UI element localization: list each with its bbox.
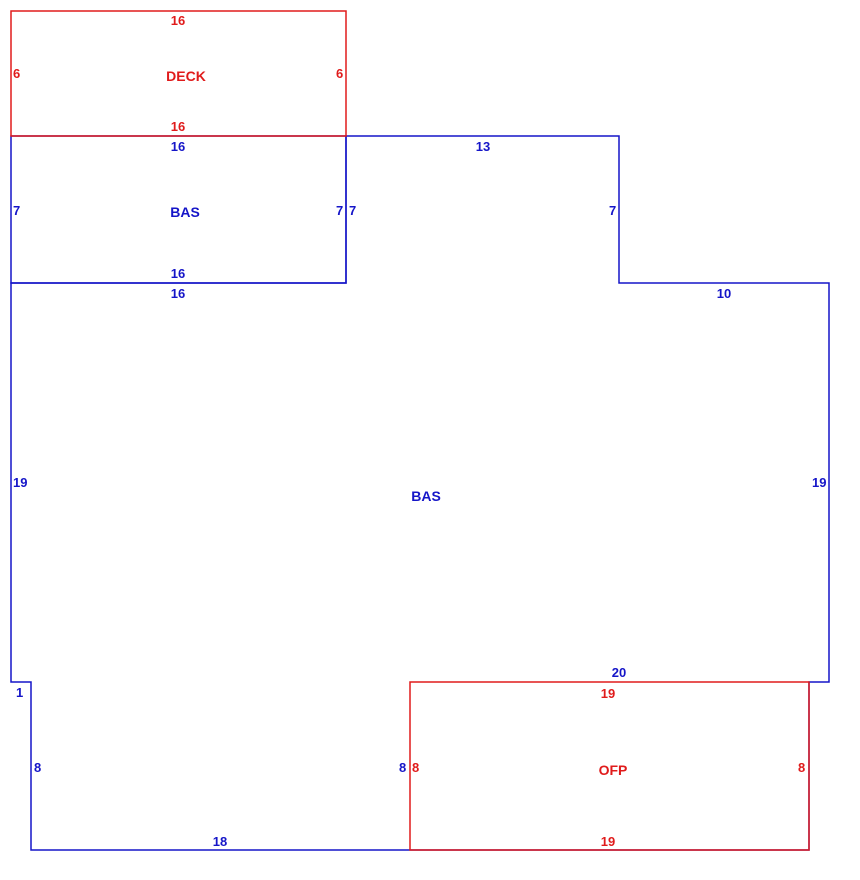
bas-main-dim-right: 19: [812, 475, 826, 490]
ofp-outline: [409, 681, 810, 851]
ofp-dim-top: 19: [601, 686, 615, 701]
deck-outline: [10, 10, 347, 137]
bas-main-dim-bottom-left: 18: [213, 834, 227, 849]
bas-main-dim-lower-left: 8: [34, 760, 41, 775]
bas-upper-dim-bottom: 16: [171, 266, 185, 281]
bas-main-dim-left: 19: [13, 475, 27, 490]
bas-main-area-label: BAS: [411, 488, 441, 504]
bas-main-dim-top-left: 16: [171, 286, 185, 301]
ofp-dim-bottom: 19: [601, 834, 615, 849]
bas-upper-dim-top: 16: [171, 139, 185, 154]
bas-upper-dim-right: 7: [336, 203, 343, 218]
ofp-area-label: OFP: [599, 762, 628, 778]
bas-main-dim-notch-right: 7: [609, 203, 616, 218]
deck-dim-top: 16: [171, 13, 185, 28]
deck-dim-left: 6: [13, 66, 20, 81]
deck-dim-right: 6: [336, 66, 343, 81]
bas-main-dim-step: 1: [16, 685, 23, 700]
bas-main-dim-lower-right: 8: [399, 760, 406, 775]
bas-main-dim-bottom-right: 20: [612, 665, 626, 680]
bas-upper-area-label: BAS: [170, 204, 200, 220]
deck-dim-bottom: 16: [171, 119, 185, 134]
ofp-dim-left: 8: [412, 760, 419, 775]
bas-main-dim-notch-upper-left: 7: [349, 203, 356, 218]
bas-main-dim-top-mid: 13: [476, 139, 490, 154]
bas-main-dim-top-right: 10: [717, 286, 731, 301]
bas-upper-dim-left: 7: [13, 203, 20, 218]
ofp-dim-right: 8: [798, 760, 805, 775]
deck-area-label: DECK: [166, 68, 206, 84]
